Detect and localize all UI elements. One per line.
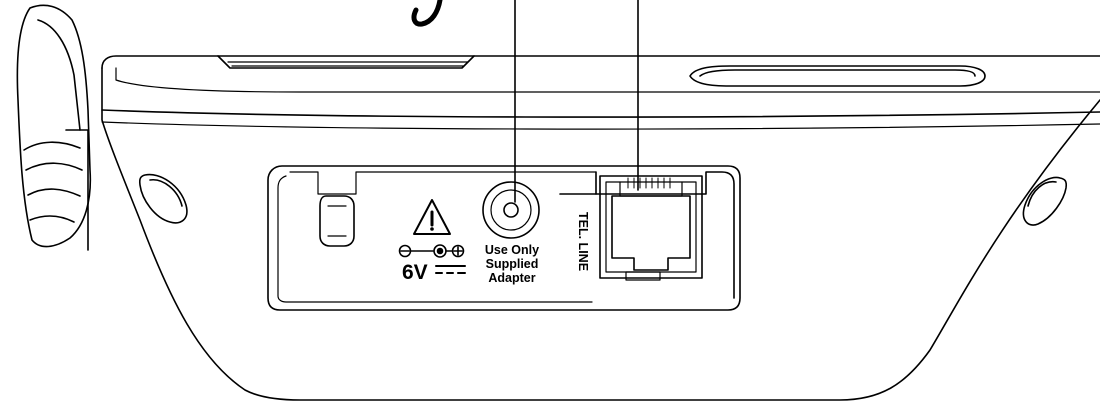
adapter-note-line2: Supplied: [486, 257, 539, 271]
tel-line-label: TEL. LINE: [576, 212, 590, 271]
dc-current-icon: [435, 265, 466, 274]
top-button: [689, 65, 986, 87]
base-outline: [101, 67, 1100, 401]
tel-line-jack[interactable]: [599, 175, 703, 281]
right-hole: [1022, 176, 1068, 226]
power-voltage-label: 6V: [402, 261, 428, 284]
power-jack[interactable]: [482, 181, 540, 239]
adapter-note-line1: Use Only: [485, 243, 539, 257]
warning-triangle-icon: [413, 199, 451, 235]
handset: [16, 4, 92, 251]
adapter-note-line3: Adapter: [488, 271, 535, 285]
panel-slot: [319, 195, 355, 247]
left-hole: [138, 173, 188, 224]
base-top-edge: [101, 55, 1100, 69]
dc-polarity-icon: [398, 244, 465, 258]
partial-glyph: [411, 0, 443, 27]
connector-panel: [267, 165, 741, 311]
